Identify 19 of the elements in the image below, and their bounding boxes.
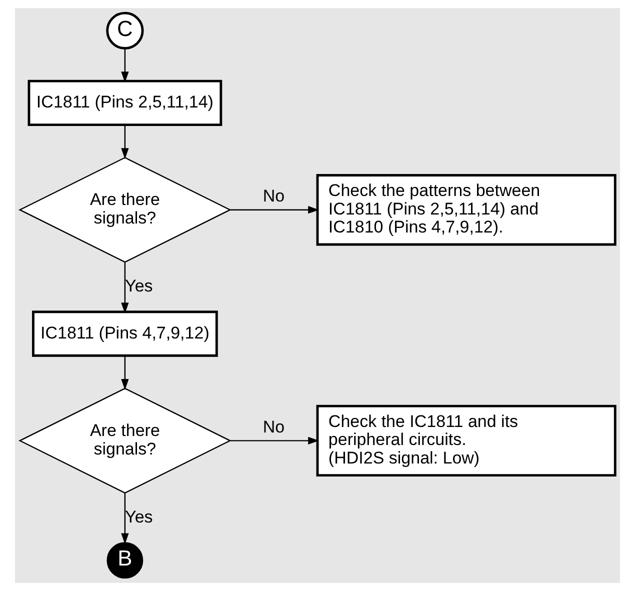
node-diamond: Are there signals? <box>18 388 232 494</box>
edge-label: No <box>262 186 285 206</box>
arrow <box>121 356 129 390</box>
arrow <box>230 436 320 444</box>
node-box: Check the patterns between IC1811 (Pins 2,5,11,14) and IC1810 (Pins 4,7,9,12). <box>316 174 616 246</box>
arrow <box>121 492 129 544</box>
node-circle: B <box>106 542 144 579</box>
arrow <box>230 206 320 214</box>
node-box: IC1811 (Pins 2,5,11,14) <box>28 80 222 126</box>
node-circle: C <box>106 12 144 50</box>
edge-label: Yes <box>125 276 153 296</box>
node-diamond: Are there signals? <box>18 156 232 263</box>
arrow <box>121 125 129 160</box>
node-box: Check the IC1811 and its peripheral circuits. (HDI2S signal: Low) <box>316 404 616 477</box>
node-box: IC1811 (Pins 4,7,9,12) <box>32 310 218 357</box>
arrow <box>121 262 129 314</box>
edge-label: Yes <box>125 507 153 526</box>
arrow <box>121 48 129 83</box>
edge-label: No <box>262 417 285 436</box>
